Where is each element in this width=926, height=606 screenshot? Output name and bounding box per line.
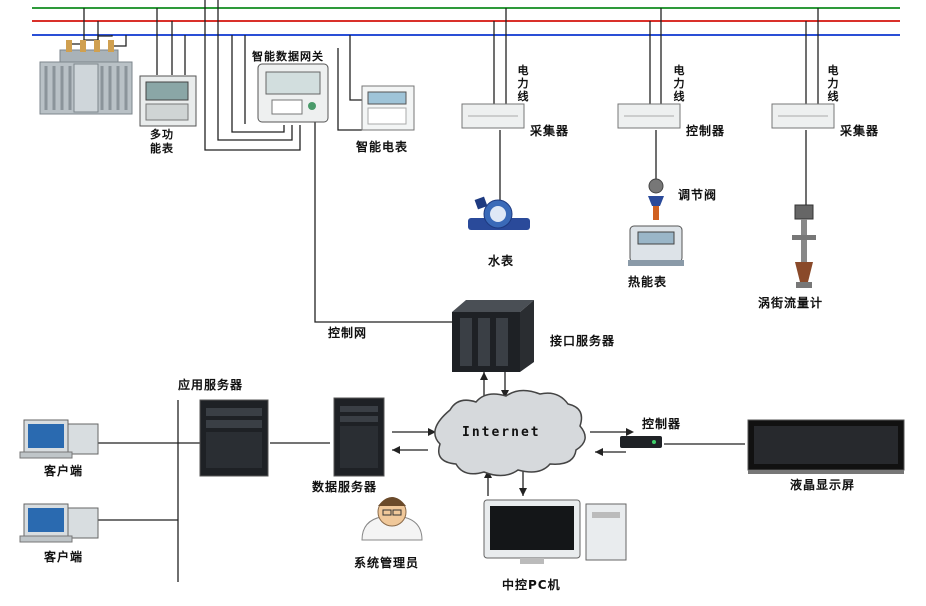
connection-wires xyxy=(69,0,819,582)
lcd-screen-label: 液晶显示屏 xyxy=(790,478,856,492)
collector-box-1 xyxy=(461,103,525,129)
regulating-valve-icon xyxy=(648,178,664,220)
sys-admin-label: 系统管理员 xyxy=(354,556,420,570)
water-meter-label: 水表 xyxy=(488,254,515,268)
smart-gateway-label: 智能数据网关 xyxy=(252,50,324,63)
control-network-label: 控制网 xyxy=(328,326,368,340)
multi-meter-label: 多功 能表 xyxy=(150,128,174,155)
lcd-controller-icon xyxy=(620,436,662,448)
heat-meter-label: 热能表 xyxy=(628,275,668,289)
regulating-valve-label: 调节阀 xyxy=(678,188,718,202)
interface-server-icon xyxy=(452,300,534,372)
power-line-label-1: 电力线 xyxy=(517,64,529,103)
collector-label-1: 采集器 xyxy=(530,124,570,138)
app-server-label: 应用服务器 xyxy=(178,378,244,392)
vortex-flowmeter-icon xyxy=(792,204,816,288)
central-pc-icon xyxy=(483,499,627,564)
collector-label-2: 采集器 xyxy=(840,124,880,138)
internet-label: Internet xyxy=(462,425,541,440)
controller-box xyxy=(617,103,681,129)
power-line-label-3: 电力线 xyxy=(827,64,839,103)
water-meter-icon xyxy=(468,196,530,230)
client-label-2: 客户端 xyxy=(44,550,84,564)
transformer-icon xyxy=(39,40,133,115)
heat-meter-icon xyxy=(628,225,684,266)
client-pc-icon-2 xyxy=(19,503,99,543)
vortex-flowmeter-label: 涡街流量计 xyxy=(758,296,824,310)
smart-gateway-icon xyxy=(257,63,329,123)
data-server-label: 数据服务器 xyxy=(312,480,378,494)
client-label-1: 客户端 xyxy=(44,464,84,478)
internet-cloud-icon xyxy=(434,389,586,477)
interface-server-label: 接口服务器 xyxy=(550,334,616,348)
collector-box-2 xyxy=(771,103,835,129)
central-pc-label: 中控PC机 xyxy=(502,578,561,592)
smart-meter-icon xyxy=(361,85,415,131)
app-server-icon xyxy=(199,399,269,477)
power-bus-lines xyxy=(32,7,900,36)
data-server-icon xyxy=(333,397,385,477)
controller-label: 控制器 xyxy=(686,124,726,138)
power-line-label-2: 电力线 xyxy=(673,64,685,103)
lcd-screen-icon xyxy=(747,419,905,474)
client-pc-icon-1 xyxy=(19,419,99,459)
sys-admin-icon xyxy=(361,497,423,541)
smart-meter-label: 智能电表 xyxy=(356,140,409,154)
arrow-heads xyxy=(392,372,634,496)
multifunction-meter-icon xyxy=(139,75,197,127)
lcd-controller-label: 控制器 xyxy=(642,417,682,431)
